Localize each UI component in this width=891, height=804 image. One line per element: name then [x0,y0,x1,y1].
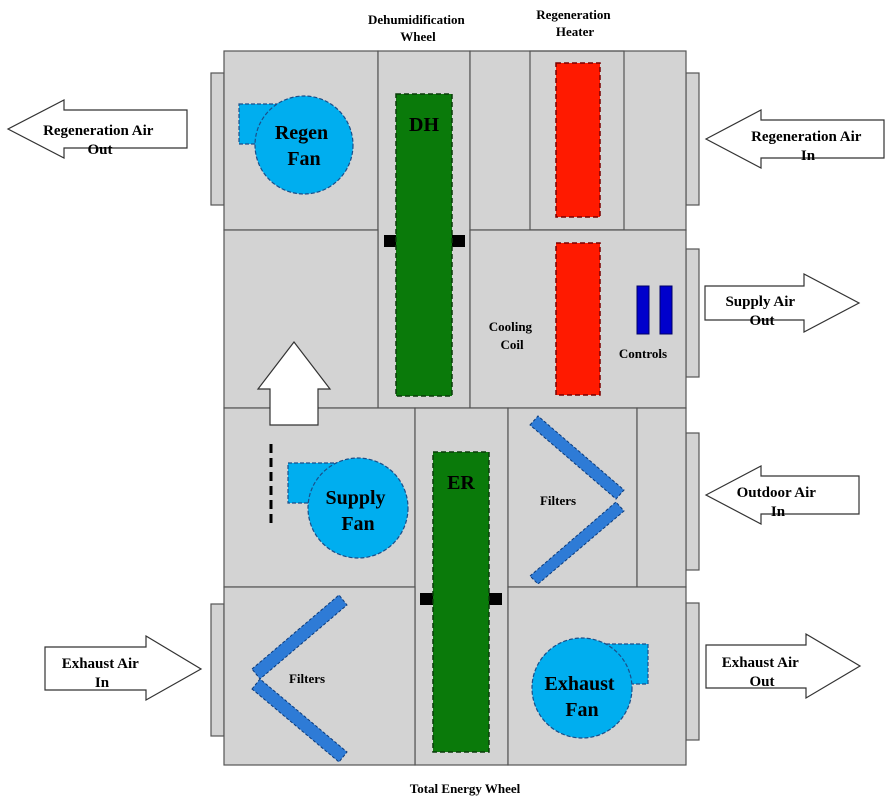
flange-left-top [210,72,225,206]
cooling-coil [555,242,601,396]
controls-indicator-left [636,285,650,335]
supply-fan [307,457,409,559]
dh-wheel [395,93,453,397]
internal-up-arrow [256,341,332,426]
dh-wheel-bearing-right [452,235,465,247]
outdoor-intake-bay [636,407,687,588]
outdoor-air-in-arrow [704,465,860,525]
er-wheel-bearing-left [420,593,433,605]
controls-indicator-right [659,285,673,335]
regen-air-in-arrow [704,109,885,169]
regen-air-out-label: Regeneration Air Out [43,123,157,158]
er-label: ER [447,472,475,494]
exhaust-fan [531,637,633,739]
flange-right-top [685,72,700,206]
regen-air-in-label: Regeneration Air In [751,129,865,164]
regen-heater [555,62,601,218]
outdoor-air-in-label: Outdoor Air In [737,485,820,520]
exhaust-filter-lower [251,678,348,763]
outdoor-filter-upper [529,415,625,500]
regen-heater-title: Regeneration Heater [536,7,614,39]
flange-right-supply [685,248,700,378]
dh-wheel-title: Dehumidification Wheel [368,12,468,44]
exhaust-filter-upper [251,594,348,680]
exhaust-air-out-label: Exhaust Air Out [722,655,803,690]
flange-right-outdoor [685,432,700,571]
outdoor-filter-lower [529,501,625,585]
total-energy-wheel-title: Total Energy Wheel [410,781,521,796]
exhaust-air-out-arrow [705,632,862,700]
cooling-coil-label: Cooling Coil [489,319,536,352]
regen-fan-label: Regen Fan [275,122,333,170]
exhaust-filters-label: Filters [289,671,325,686]
regen-fan [254,95,354,195]
dh-label: DH [409,114,439,136]
controls-label: Controls [619,346,667,361]
flange-right-exhaust [685,602,700,741]
er-wheel [432,451,490,753]
dh-wheel-bearing-left [384,235,397,247]
exhaust-air-in-arrow [44,634,203,702]
outdoor-filters-label: Filters [540,493,576,508]
flange-left-bottom [210,603,225,737]
exhaust-air-in-label: Exhaust Air In [62,656,143,691]
supply-air-out-label: Supply Air Out [725,294,798,329]
exhaust-fan-label: Exhaust Fan [544,673,619,721]
supply-fan-label: Supply Fan [325,487,390,535]
supply-air-out-arrow [704,273,861,333]
regen-air-out-arrow [6,99,188,159]
er-wheel-bearing-right [489,593,502,605]
